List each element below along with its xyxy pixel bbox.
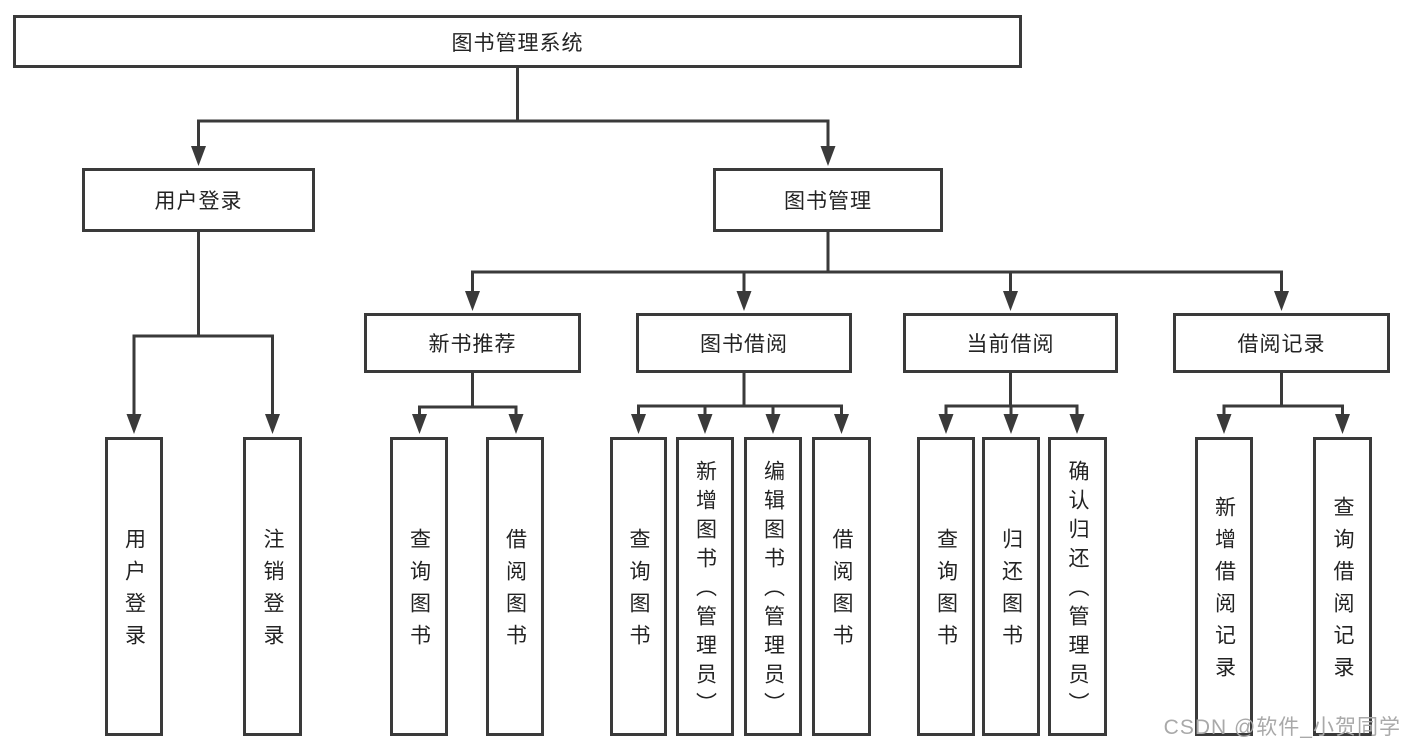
leaf-borrow-books-borrowing: 借阅图书: [812, 437, 871, 736]
leaf-borrow-books-recommend: 借阅图书: [486, 437, 544, 736]
node-current-borrowing: 当前借阅: [903, 313, 1118, 373]
arrow-down-icon: [191, 146, 206, 166]
leaf-edit-books-admin: 编辑图书（管理员）: [744, 437, 802, 736]
leaf-query-borrow-record: 查询借阅记录: [1313, 437, 1372, 736]
leaf-return-books: 归还图书: [982, 437, 1040, 736]
arrow-down-icon: [765, 414, 781, 434]
arrow-down-icon: [265, 414, 280, 434]
leaf-add-borrow-record: 新增借阅记录: [1195, 437, 1253, 736]
node-new-book-recommendation: 新书推荐: [364, 313, 581, 373]
node-user-login: 用户登录: [82, 168, 315, 232]
arrow-down-icon: [1069, 414, 1085, 434]
leaf-query-books-borrowing: 查询图书: [610, 437, 667, 736]
arrow-down-icon: [1216, 414, 1232, 434]
arrow-down-icon: [1003, 291, 1018, 311]
node-library-management-system: 图书管理系统: [13, 15, 1022, 68]
arrow-down-icon: [938, 414, 954, 434]
arrow-down-icon: [1335, 414, 1350, 434]
arrow-down-icon: [697, 414, 713, 434]
arrow-down-icon: [834, 414, 849, 434]
node-borrowing-records: 借阅记录: [1173, 313, 1390, 373]
leaf-confirm-return-admin: 确认归还（管理员）: [1048, 437, 1107, 736]
arrow-down-icon: [126, 414, 142, 434]
node-book-borrowing: 图书借阅: [636, 313, 852, 373]
leaf-logout: 注销登录: [243, 437, 302, 736]
arrow-down-icon: [1274, 291, 1289, 311]
arrow-down-icon: [820, 146, 836, 166]
leaf-user-login: 用户登录: [105, 437, 163, 736]
leaf-add-books-admin: 新增图书（管理员）: [676, 437, 734, 736]
leaf-query-books-recommend: 查询图书: [390, 437, 448, 736]
watermark: CSDN @软件_小贺同学: [1163, 716, 1401, 739]
arrow-down-icon: [465, 291, 480, 311]
arrow-down-icon: [1003, 414, 1019, 434]
arrow-down-icon: [631, 414, 646, 434]
arrow-down-icon: [412, 414, 427, 434]
node-book-management: 图书管理: [713, 168, 943, 232]
arrow-down-icon: [508, 414, 524, 434]
arrow-down-icon: [736, 291, 752, 311]
leaf-query-books-current: 查询图书: [917, 437, 975, 736]
